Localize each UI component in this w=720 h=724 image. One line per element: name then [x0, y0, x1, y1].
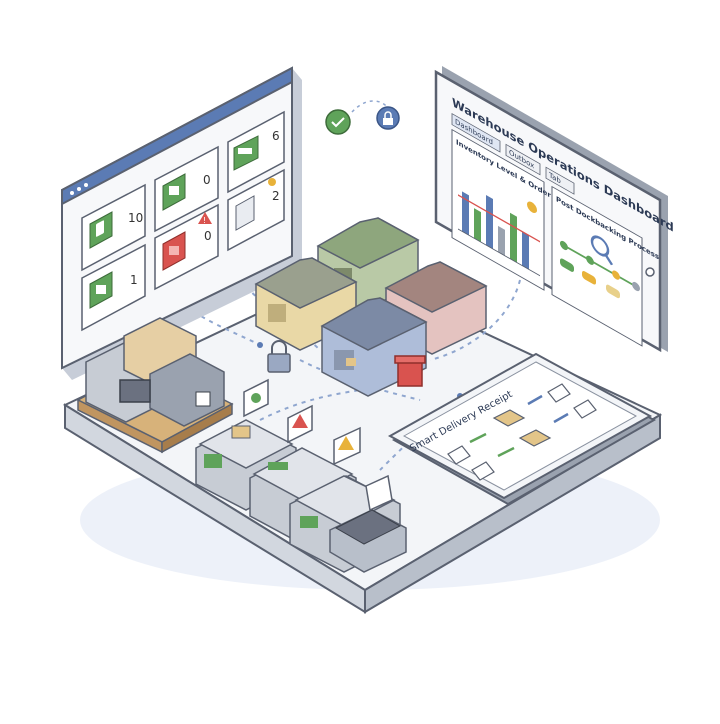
status-tile[interactable]: 6 [227, 110, 285, 194]
padlock-icon [267, 340, 291, 373]
warning-icon: ! [198, 212, 212, 225]
cash-icon [238, 148, 252, 154]
chart-bar [474, 208, 481, 243]
scan-stations [195, 378, 407, 573]
status-tile[interactable]: ! 0 [154, 203, 219, 291]
order-point-line [458, 194, 540, 243]
arrow-icon [527, 394, 569, 424]
process-step [586, 255, 594, 265]
chart-bar [510, 212, 517, 263]
check-icon [251, 393, 261, 403]
status-pill [606, 284, 620, 299]
left-status-panel: 10 0 6 ! 0 [61, 66, 302, 380]
document-icon [447, 383, 597, 481]
status-tile[interactable]: 10 [81, 183, 146, 272]
dashboard-tablet: Warehouse Operations Dashboard Dashboard… [434, 66, 674, 353]
warehouse-cluster [254, 217, 488, 397]
process-step [632, 281, 640, 292]
box-icon [169, 186, 179, 195]
tile-count: 6 [272, 129, 280, 143]
payment-terminal[interactable] [329, 474, 407, 573]
chart-bar [462, 191, 469, 236]
qr-code-icon [195, 391, 211, 407]
status-tile[interactable]: 1 [81, 243, 146, 332]
warehouse-building [254, 257, 358, 351]
process-card [551, 185, 643, 347]
process-step [560, 240, 568, 251]
arrow-icon [469, 432, 515, 458]
box-icon [96, 285, 106, 294]
trash-bin-icon [394, 355, 426, 387]
chart-bar [486, 195, 493, 250]
process-flow [560, 240, 640, 299]
tab-extra[interactable] [545, 166, 575, 195]
phone-icon [96, 220, 104, 237]
tablet-home-button[interactable] [645, 267, 655, 277]
status-pill [560, 258, 574, 272]
bell-icon [527, 201, 537, 213]
delivery-receipt-tablet: Smart Delivery Receipt [387, 352, 657, 506]
envelope-icon [492, 409, 552, 447]
search-icon [590, 235, 614, 266]
process-step [612, 270, 620, 280]
package-icon [169, 246, 179, 255]
tile-count: 0 [204, 229, 212, 243]
tile-count: 2 [272, 189, 280, 203]
tile-count: 10 [128, 211, 143, 225]
svg-text:!: ! [203, 216, 206, 225]
lock-badge-icon [376, 106, 400, 130]
monitor-icon [119, 379, 151, 403]
document-icon [235, 195, 255, 231]
warning-icon [338, 436, 354, 450]
tab-outbox[interactable] [505, 143, 541, 176]
check-badge-icon [325, 109, 351, 135]
tile-count: 0 [203, 173, 211, 187]
bell-icon [268, 178, 276, 186]
status-pill [582, 270, 596, 285]
tab-dashboard[interactable] [451, 113, 501, 153]
chart-bar [522, 231, 529, 270]
chart-bar [498, 225, 505, 256]
status-tile[interactable]: 2 [227, 168, 285, 252]
tile-count: 1 [130, 273, 138, 287]
status-tile[interactable]: 0 [154, 145, 219, 233]
warning-icon [292, 414, 308, 428]
keypad-icon [334, 509, 402, 545]
inventory-card [451, 128, 545, 291]
inventory-bar-chart [458, 191, 540, 277]
inventory-pallet [76, 317, 234, 454]
